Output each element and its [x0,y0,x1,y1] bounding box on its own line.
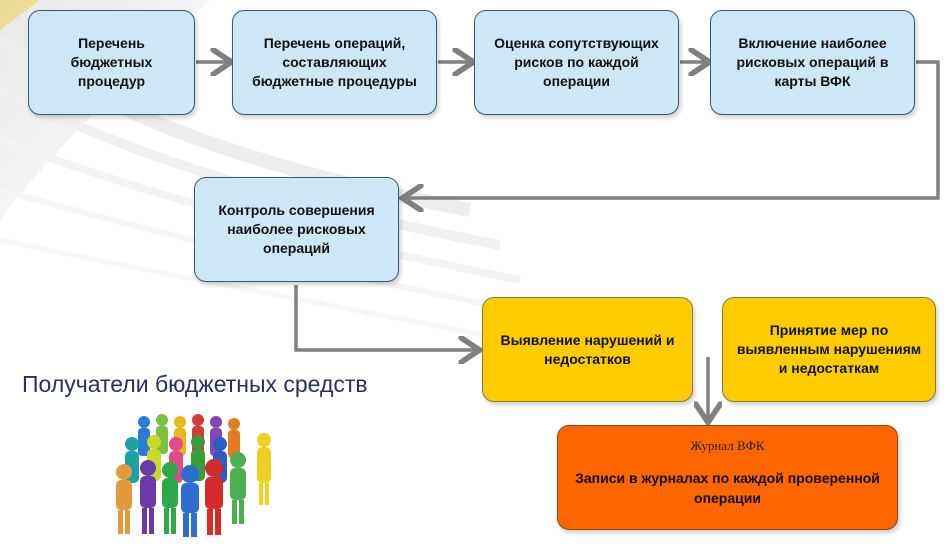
step-label: Перечень операций, составляющих бюджетны… [252,35,417,89]
result-label: Принятие мер по выявленным нарушениям и … [736,322,922,376]
step-risk-assessment: Оценка сопутствующих рисков по каждой оп… [474,10,679,115]
arrow-4-5 [406,60,940,198]
detect-violations-box: Выявление нарушений и недостатков [482,297,693,402]
step-operations-list: Перечень операций, составляющих бюджетны… [232,10,437,115]
step-label: Перечень бюджетных процедур [70,35,153,89]
people-crowd-illustration [116,414,271,537]
step-control-risky-operations: Контроль совершения наиболее рисковых оп… [194,177,399,282]
arrow-5-detect [294,285,476,350]
vfk-journal-box: Журнал ВФК Записи в журналах по каждой п… [557,425,898,530]
step-budget-procedures-list: Перечень бюджетных процедур [28,10,195,115]
result-label: Выявление нарушений и недостатков [500,331,675,367]
step-label: Контроль совершения наиболее рисковых оп… [218,202,375,256]
step-include-in-vfk-maps: Включение наиболее рисковых операций в к… [710,10,915,115]
step-label: Включение наиболее рисковых операций в к… [736,35,889,89]
take-measures-box: Принятие мер по выявленным нарушениям и … [722,297,936,402]
journal-text: Записи в журналах по каждой проверенной … [575,470,880,506]
step-label: Оценка сопутствующих рисков по каждой оп… [494,35,659,89]
journal-title: Журнал ВФК [690,438,765,453]
person-icon [116,414,271,537]
recipients-heading: Получатели бюджетных средств [22,371,368,397]
